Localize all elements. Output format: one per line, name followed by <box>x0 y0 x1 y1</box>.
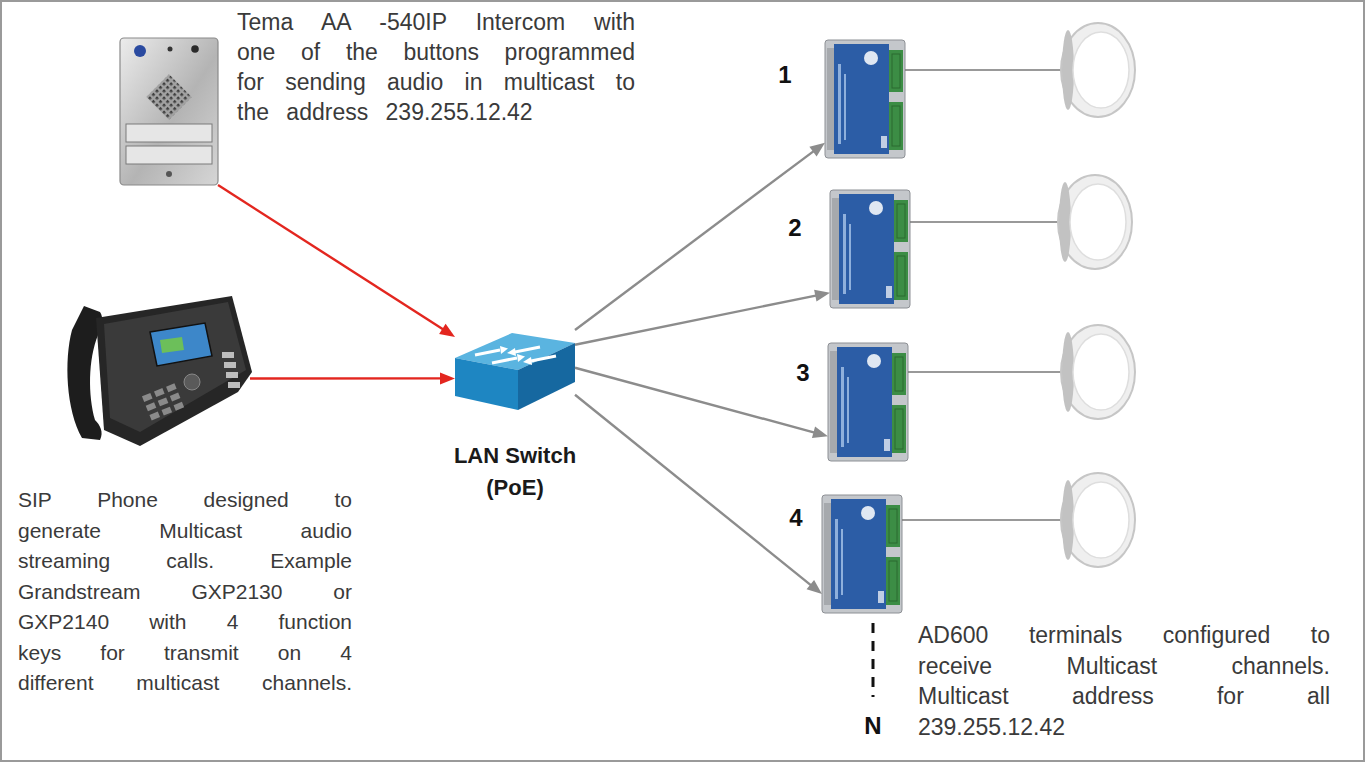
arrow-connector <box>250 372 455 384</box>
arrow-connector <box>575 143 825 330</box>
arrow-head <box>812 427 828 439</box>
switch-front <box>455 358 518 410</box>
phone-body <box>96 296 252 446</box>
speaker-wire <box>910 221 1058 223</box>
phone-key <box>146 402 157 411</box>
switch-side <box>518 343 575 410</box>
lan-switch: LAN Switch (PoE) <box>455 330 575 412</box>
intercom-led <box>191 45 199 53</box>
phone-key <box>162 407 173 416</box>
ad600-terminal: 1 <box>825 40 905 158</box>
phone-key <box>142 393 153 402</box>
ad600-terminal: 3 <box>828 343 908 461</box>
arrow-head <box>439 324 455 337</box>
speaker-wire <box>908 371 1062 373</box>
arrow-connector <box>218 185 455 337</box>
phone-key <box>166 383 177 392</box>
switch-label: LAN Switch (PoE) <box>445 440 585 504</box>
switch-arrow-lines <box>475 347 556 363</box>
arrow-head <box>807 580 822 594</box>
ad600-terminal-art <box>828 343 908 461</box>
arrow-connector <box>575 395 822 594</box>
arrow-head <box>440 372 455 384</box>
arrow-connector <box>575 290 830 345</box>
ad600-terminal-art <box>825 40 905 158</box>
switch-arrow-head <box>507 348 516 356</box>
callout-number: 3 <box>791 359 815 387</box>
device-description: Tema AA -540IP Intercom with one of the … <box>237 7 635 127</box>
switch-arrow-head <box>500 346 508 354</box>
ceiling-speaker <box>1061 325 1135 419</box>
ad600-terminal-art <box>822 495 902 613</box>
arrow-head <box>814 290 830 302</box>
intercom-logo <box>134 45 146 57</box>
phone-screen-icon <box>160 337 184 353</box>
intercom-grille <box>146 74 191 119</box>
ad600-terminal-art <box>830 190 910 308</box>
intercom-button <box>126 146 212 164</box>
phone-keypad <box>142 383 184 420</box>
ad600-terminal: 2 <box>830 190 910 308</box>
continuation-dashes <box>872 623 875 697</box>
connector-line <box>218 185 445 330</box>
phone-function-key <box>222 352 234 358</box>
note-text: AD600 terminals configured to receive Mu… <box>918 620 1330 743</box>
speaker-wire <box>902 519 1062 521</box>
callout-letter: N <box>860 712 886 740</box>
sip-phone: SIP Phone designed to generate Multicast… <box>68 290 250 440</box>
connector-line <box>575 395 813 587</box>
ceiling-speaker <box>1058 175 1132 269</box>
arrow-connector <box>575 368 828 438</box>
ceiling-speaker <box>1061 473 1135 567</box>
connector-line <box>575 150 815 330</box>
switch-arrow-head <box>523 357 532 365</box>
connector-line <box>575 368 816 433</box>
phone-key <box>170 393 181 402</box>
intercom-body <box>120 38 218 185</box>
switch-arrow-head <box>517 354 525 362</box>
phone-function-key <box>224 362 236 368</box>
phone-function-key <box>228 382 240 388</box>
phone-nav-key <box>184 374 200 390</box>
ceiling-speaker <box>1061 23 1135 117</box>
speaker-wire <box>905 69 1062 71</box>
connector-line <box>575 295 818 345</box>
phone-screen <box>150 323 212 366</box>
ad600-terminal: 4 <box>822 495 902 613</box>
callout-number: 2 <box>783 214 807 242</box>
device-description: SIP Phone designed to generate Multicast… <box>18 485 352 699</box>
phone-key <box>174 402 185 411</box>
intercom-button <box>126 124 212 142</box>
phone-key <box>158 397 169 406</box>
intercom-screw <box>166 171 172 177</box>
intercom-panel: Tema AA -540IP Intercom with one of the … <box>120 38 218 185</box>
arrow-head <box>809 143 825 157</box>
callout-number: 4 <box>784 504 808 532</box>
phone-face <box>104 302 246 432</box>
connector-line <box>250 377 443 380</box>
intercom-camera <box>168 47 173 52</box>
phone-function-key <box>226 372 238 378</box>
callout-number: 1 <box>773 61 797 89</box>
phone-key <box>149 412 160 421</box>
phone-key <box>154 388 165 397</box>
